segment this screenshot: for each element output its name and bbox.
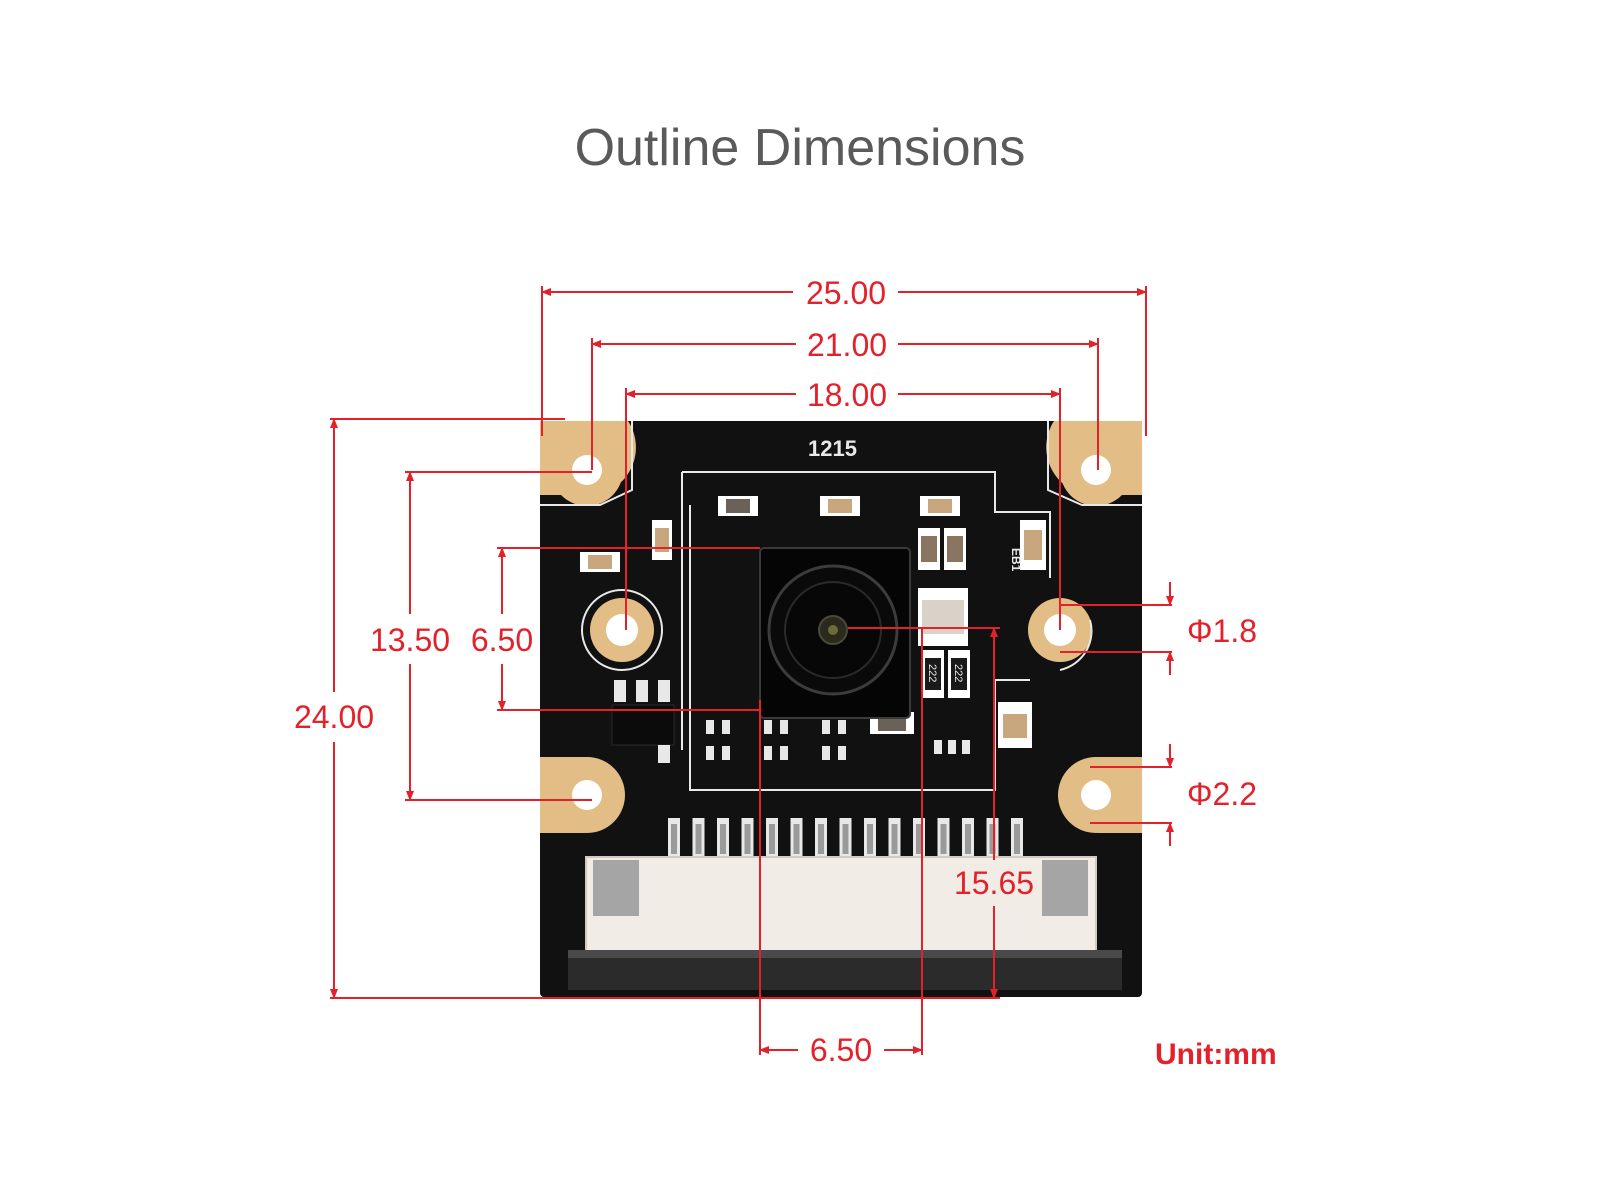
connector-pin-shade <box>891 824 898 854</box>
capacitor-c6 <box>918 528 940 570</box>
hole-bottom-left <box>572 780 602 810</box>
capacitor-c5 <box>652 520 672 560</box>
label-hole-spacing-width: 21.00 <box>807 327 887 363</box>
label-overall-width: 25.00 <box>806 275 886 311</box>
camera-lens <box>759 547 911 719</box>
label-small-hole-diameter: Φ1.8 <box>1187 613 1257 649</box>
fpc-connector <box>568 818 1122 990</box>
label-lens-height: 15.65 <box>954 865 1034 901</box>
hole-bottom-right <box>1081 780 1111 810</box>
connector-pin-shade <box>842 824 849 854</box>
capacitor-c1 <box>718 496 758 516</box>
hole-top-left <box>572 455 602 485</box>
mounting-pads <box>540 421 1142 833</box>
label-large-hole-diameter: Φ2.2 <box>1187 776 1257 812</box>
resistor-marking-222b: 222 <box>952 664 964 682</box>
connector-pin-shade <box>671 824 677 854</box>
label-inner-hole-spacing: 18.00 <box>807 377 887 413</box>
smd-components <box>580 496 1046 763</box>
capacitor-c9 <box>998 702 1032 748</box>
connector-pin-shade <box>965 824 971 854</box>
dimension-annotations <box>330 286 1174 1055</box>
connector-pin-shade <box>818 824 824 854</box>
connector-pin-shade <box>1014 824 1020 854</box>
connector-pin-shade <box>744 824 751 854</box>
dimension-labels: 25.00 21.00 18.00 24.00 13.50 6.50 6.50 … <box>294 275 1277 1071</box>
connector-pin-shade <box>867 824 873 854</box>
silkscreen-top-left-arc <box>540 421 633 506</box>
extension-lines <box>330 286 1172 1055</box>
label-lens-offset-x: 6.50 <box>810 1032 872 1068</box>
connector-pin-shade <box>793 824 800 854</box>
capacitor-c7 <box>944 528 966 570</box>
capacitor-c3 <box>920 496 960 516</box>
silkscreen-code-1215: 1215 <box>808 436 857 461</box>
label-hole-spacing-height: 13.50 <box>370 622 450 658</box>
connector-pin-shade <box>940 824 947 854</box>
resistor-r1 <box>922 650 944 698</box>
silkscreen-ring-left <box>581 589 663 671</box>
connector-pins <box>668 818 1023 862</box>
connector-pin-shade <box>989 824 996 854</box>
hole-inner-left <box>606 614 638 646</box>
connector-actuator-edge <box>568 950 1122 958</box>
silkscreen-eb1: EB1 <box>1009 548 1023 572</box>
connector-pin-shade <box>916 824 922 854</box>
resistor-r2 <box>948 650 970 698</box>
label-overall-height: 24.00 <box>294 699 374 735</box>
connector-pin-shade <box>695 824 702 854</box>
board-markings: 1215 EB1 222 222 <box>808 436 1023 682</box>
connector-latch-left <box>593 860 639 916</box>
capacitor-c4 <box>580 552 620 572</box>
connector-pin-shade <box>769 824 775 854</box>
ic-u1 <box>611 704 675 746</box>
unit-label: Unit:mm <box>1155 1038 1277 1071</box>
transistors-row <box>706 720 970 760</box>
crystal <box>918 588 968 646</box>
lens-center <box>828 625 838 635</box>
silkscreen-top-right-arc <box>1047 421 1142 506</box>
capacitor-c8 <box>1020 520 1046 570</box>
connector-pin-shade <box>720 824 726 854</box>
hole-top-right <box>1081 455 1111 485</box>
camera-module-board: 1215 EB1 222 222 <box>540 421 1142 997</box>
resistor-marking-222a: 222 <box>926 664 938 682</box>
connector-latch-right <box>1042 860 1088 916</box>
label-inner-vertical: 6.50 <box>471 622 533 658</box>
page-title: Outline Dimensions <box>574 119 1026 177</box>
ic-u1-pins <box>614 680 670 763</box>
capacitor-c2 <box>820 496 860 516</box>
